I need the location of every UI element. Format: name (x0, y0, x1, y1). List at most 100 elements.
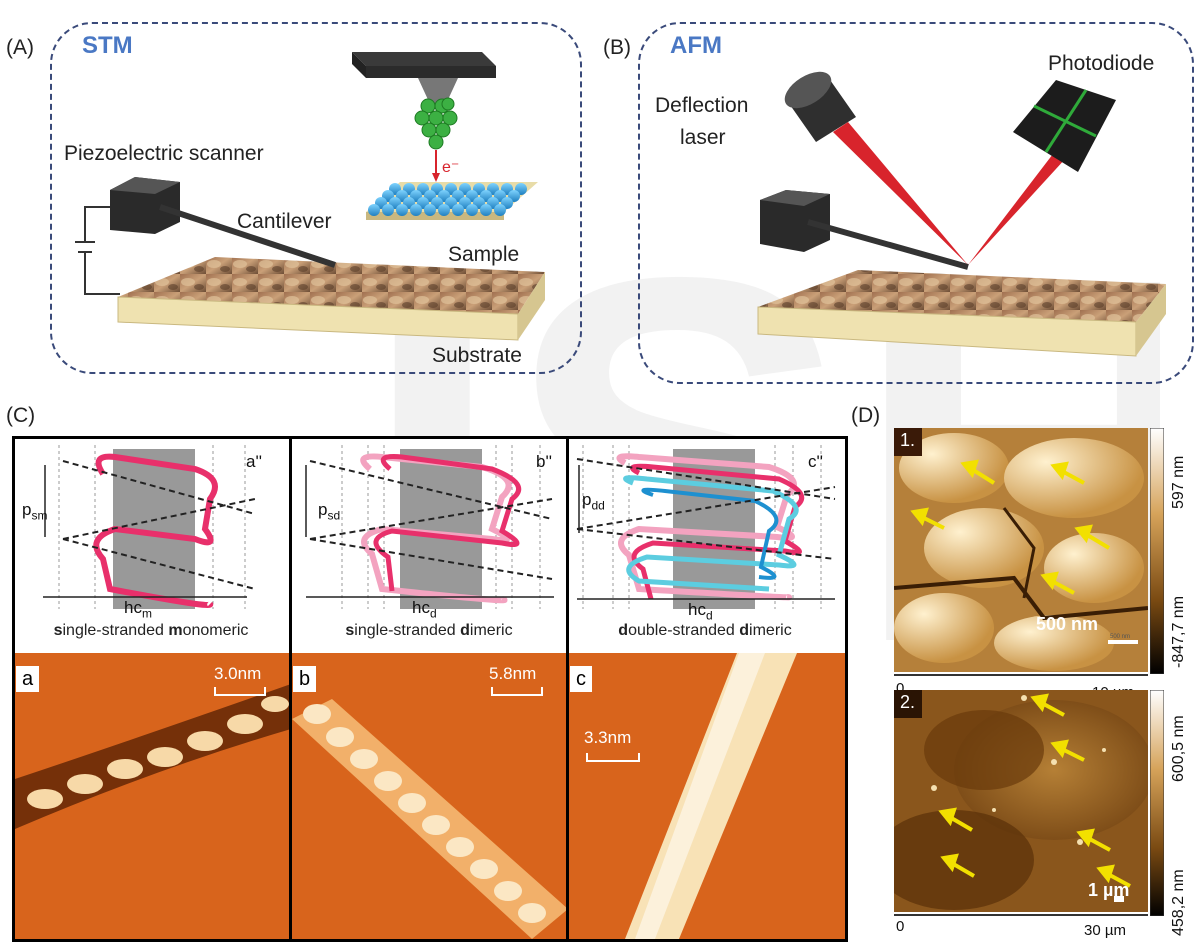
afm-image-2-scale: 1 µm (1088, 880, 1130, 900)
caption-bold: d (739, 622, 750, 639)
laser-beam-out (968, 150, 1066, 265)
column-a-hc: hcm (124, 598, 152, 620)
colorbar-1 (1150, 428, 1164, 674)
electron-label: e⁻ (442, 159, 459, 176)
image-2-tag-bg (894, 690, 922, 718)
caption-bold: d (460, 622, 470, 639)
colorbar-2-max: 600,5 nm (1170, 715, 1187, 782)
pitch-symbol: p (582, 490, 592, 509)
column-b-tag: b'' (536, 452, 552, 471)
sample-surface (118, 257, 545, 314)
panel-b-letter: (B) (603, 36, 631, 59)
hc-subscript: m (141, 606, 152, 621)
afm-image-1-axis-start: 0 (896, 680, 905, 697)
caption-bold: d (618, 622, 629, 639)
caption-text: imeric (469, 622, 513, 639)
helix-strand-cyan (623, 475, 799, 592)
afm-sample-surface (758, 270, 1166, 322)
afm-image-2-axis (894, 914, 1148, 916)
stm-features-b (292, 699, 568, 939)
afm-image-1-scale-tiny: 500 nm (1110, 634, 1131, 640)
atom-lattice (368, 183, 527, 216)
afm-image-2-axis-end: 30 µm (1084, 922, 1126, 939)
sample-label: Sample (448, 243, 520, 266)
caption-text: ouble-stranded (628, 622, 740, 639)
colorbar-2-max-wrap: 600,5 nm (1162, 690, 1192, 800)
panel-b-title: AFM (670, 32, 722, 59)
caption-text: onomeric (182, 622, 249, 639)
circuit-wire (75, 206, 120, 295)
scale-bar-a (214, 687, 266, 696)
afm-image-1-tag: 1. (900, 430, 916, 450)
pitch-symbol: p (22, 500, 32, 519)
image-1-tag-bg (894, 428, 922, 456)
pitch-subscript: dd (591, 498, 605, 513)
substrate-side (518, 272, 545, 340)
yellow-arrows-1 (910, 459, 1111, 595)
colorbar-1-max-wrap: 597 nm (1162, 424, 1192, 534)
colorbar-2 (1150, 690, 1164, 916)
afm-image-1 (894, 428, 1148, 672)
column-c-pitch: pdd (582, 490, 605, 512)
colorbar-1-min: -847,7 nm (1170, 595, 1187, 668)
laser-beam-in (833, 122, 968, 265)
afm-image-1-scale-bar (1108, 640, 1138, 644)
panel-d-letter: (D) (851, 404, 881, 427)
panel-b-frame (638, 22, 1194, 384)
laser-label-line2: laser (680, 126, 726, 149)
panel-c-column-c (566, 436, 848, 942)
column-a-caption: single-stranded monomeric (6, 622, 296, 640)
hc-subscript: d (429, 606, 437, 621)
panel-a-frame (50, 22, 582, 374)
helix-diagram-b (292, 445, 568, 939)
hc-symbol: hc (412, 598, 430, 617)
hc-symbol: hc (124, 598, 142, 617)
substrate-label: Substrate (432, 344, 522, 367)
panel-c-column-a (12, 436, 294, 942)
afm-image-1-scale: 500 nm (1036, 614, 1099, 634)
colorbar-1-max: 597 nm (1170, 455, 1187, 509)
stm-features-a (15, 684, 291, 829)
colorbar-1-min-wrap: -847,7 nm (1162, 560, 1192, 670)
scanner-label: Piezoelectric scanner (64, 142, 264, 165)
image-c-scale: 3.3nm (584, 728, 632, 747)
column-b-pitch: psd (318, 500, 340, 522)
afm-image-1-axis (894, 674, 1148, 676)
panel-c-column-b (289, 436, 571, 942)
column-c-caption: double-stranded dimeric (560, 622, 850, 640)
panel-a-title: STM (82, 32, 133, 59)
afm-image-2 (894, 690, 1148, 912)
tip-holder (352, 52, 496, 66)
column-a-tag: a'' (246, 452, 262, 471)
hc-subscript: d (705, 608, 713, 623)
colorbar-2-min-wrap: 458,2 nm (1162, 826, 1192, 936)
helix-strand-blue (641, 487, 779, 580)
afm-illustration (757, 71, 1166, 357)
column-b-caption: single-stranded dimeric (284, 622, 574, 640)
caption-text: imeric (749, 622, 792, 639)
cantilever-arm (159, 204, 336, 268)
image-b-scale: 5.8nm (489, 664, 537, 683)
photodiode-label: Photodiode (1048, 52, 1155, 75)
scale-bar-b (491, 687, 543, 696)
panel-a-letter: (A) (6, 36, 34, 59)
colorbar-2-min: 458,2 nm (1170, 869, 1187, 936)
afm-scanner-cube (760, 190, 830, 252)
caption-text: ingle-stranded (354, 622, 461, 639)
column-c-hc: hcd (688, 600, 713, 622)
image-c-tag: c (570, 666, 592, 692)
helix-diagram-c (569, 445, 845, 939)
caption-bold: s (53, 622, 63, 639)
scale-bar-c (586, 753, 640, 762)
caption-bold: s (345, 622, 355, 639)
afm-image-2-scale-bar (1114, 896, 1124, 902)
caption-text: ingle-stranded (62, 622, 169, 639)
pitch-subscript: sm (31, 508, 48, 523)
stm-illustration: e⁻ (75, 52, 545, 341)
image-b-tag: b (293, 666, 317, 692)
yellow-arrows-2 (938, 693, 1131, 888)
helix-strand (373, 454, 522, 592)
afm-image-2-tag: 2. (900, 692, 916, 712)
panel-c-letter: (C) (6, 404, 36, 427)
photodiode-panel (1013, 80, 1116, 172)
